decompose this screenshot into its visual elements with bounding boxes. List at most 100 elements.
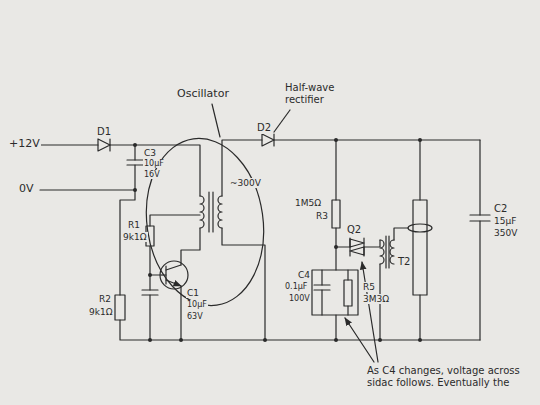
leader-line	[345, 318, 374, 362]
component-label: 16V	[143, 170, 161, 179]
parallel-box	[312, 270, 358, 315]
component-label: Oscillator	[176, 88, 230, 101]
capacitor-symbol	[127, 160, 490, 295]
wire	[336, 246, 350, 247]
component-label: 350V	[493, 228, 518, 238]
transformer-symbol	[388, 236, 389, 268]
wire	[181, 228, 200, 265]
diode-symbol	[262, 134, 274, 146]
transformer-symbol	[390, 240, 394, 264]
junction-dot	[133, 188, 137, 192]
junction-dot	[148, 338, 152, 342]
junction-dot	[334, 245, 338, 249]
junction-dot	[263, 338, 267, 342]
wire	[479, 140, 480, 215]
wire	[479, 221, 480, 340]
wire	[149, 295, 150, 340]
leader-line	[212, 104, 220, 137]
flash-tube	[413, 200, 427, 295]
wire	[274, 139, 480, 140]
component-label: 3M3Ω	[362, 294, 390, 304]
component-label: Q2	[346, 224, 362, 236]
wire	[321, 290, 322, 315]
wire	[120, 320, 480, 340]
component-label: R1	[127, 220, 141, 230]
component-label: +12V	[8, 138, 41, 151]
transformer-symbol	[385, 236, 386, 268]
sidac-symbol	[350, 238, 364, 256]
wire	[335, 315, 336, 340]
component-label: 63V	[186, 312, 204, 321]
resistor-symbol	[344, 280, 352, 306]
wire	[394, 228, 408, 240]
leader-line	[274, 110, 290, 132]
wire	[134, 165, 135, 190]
component-label: 0V	[18, 183, 35, 196]
component-label: 10μF	[143, 159, 165, 168]
resistor-symbol	[115, 295, 125, 320]
component-label: 1M5Ω	[294, 198, 322, 208]
junction-dot	[334, 338, 338, 342]
note-text: As C4 changes, voltage across sidac foll…	[366, 365, 536, 388]
junction-dot	[378, 338, 382, 342]
wire	[321, 270, 322, 285]
parallel-box	[312, 270, 358, 315]
component-label: 100V	[288, 294, 311, 303]
capacitor-symbol	[470, 214, 490, 215]
capacitor-symbol	[127, 164, 143, 165]
component-label: 10μF	[186, 300, 208, 309]
junction-dot	[133, 143, 137, 147]
capacitor-symbol	[142, 289, 158, 290]
component-label: Half-wave rectifier	[284, 82, 346, 105]
component-label: ~300V	[229, 178, 262, 188]
diode-symbol	[273, 134, 274, 146]
component-label: C3	[143, 148, 157, 158]
junction-dot	[179, 338, 183, 342]
wire	[134, 145, 135, 160]
component-label: C2	[493, 203, 508, 215]
junction-dot	[418, 138, 422, 142]
component-label: D1	[96, 126, 112, 138]
flash-tube	[408, 200, 432, 295]
junction-dot	[334, 138, 338, 142]
wire	[364, 240, 380, 247]
diode-symbol	[98, 134, 274, 151]
component-label: R3	[315, 211, 329, 221]
diode-symbol	[109, 139, 110, 151]
transformer-symbol	[218, 196, 222, 228]
wire	[419, 295, 420, 340]
diode-symbol	[98, 139, 110, 151]
component-label: 9k1Ω	[88, 307, 114, 317]
component-label: R2	[98, 294, 112, 304]
leader-line	[362, 262, 378, 362]
wire	[149, 275, 150, 290]
wire	[419, 140, 420, 200]
transformer-symbol	[200, 192, 394, 268]
component-label: D2	[256, 122, 272, 134]
capacitor-symbol	[314, 284, 330, 285]
transformer-symbol	[200, 196, 204, 228]
transistor-symbol	[166, 265, 181, 270]
wire	[40, 140, 480, 340]
wire	[222, 228, 265, 340]
junction-dot	[418, 338, 422, 342]
wire	[347, 270, 348, 280]
transformer-symbol	[208, 192, 209, 232]
resistor-symbol	[332, 200, 340, 228]
wire	[40, 144, 98, 145]
wire	[40, 189, 135, 190]
wire	[150, 215, 200, 226]
junction-dot	[133, 138, 422, 342]
capacitor-symbol	[127, 159, 143, 160]
wire	[347, 306, 348, 315]
component-label: C4	[297, 270, 311, 280]
junction-dot	[148, 273, 152, 277]
component-label: 9k1Ω	[122, 232, 148, 242]
oscillator-outline	[136, 131, 274, 314]
component-label: 15μF	[493, 216, 517, 226]
wire	[120, 190, 135, 295]
component-label: R5	[362, 282, 376, 292]
component-label: 0.1μF	[284, 282, 308, 291]
